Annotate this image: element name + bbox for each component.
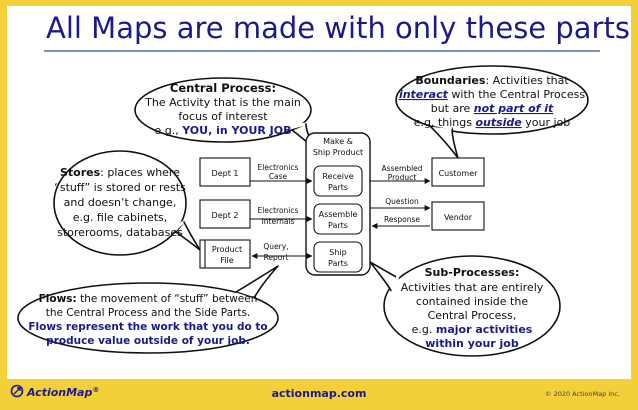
stores-line5: storerooms, databases <box>57 226 183 239</box>
subprocess-receive-parts <box>313 165 363 197</box>
central-line1: The Activity that is the main <box>144 96 301 109</box>
logo-text: ActionMap® <box>26 386 99 399</box>
actionmap-logo: ActionMap® <box>10 384 99 399</box>
process-diagram: Make & Ship Product Receive Parts Assemb… <box>199 132 485 276</box>
central-process-title-1: Make & <box>323 137 353 146</box>
boundaries-line1: Boundaries: Activities that <box>415 74 569 87</box>
store-product-file <box>199 239 251 269</box>
sub1-label-2: Parts <box>328 183 348 192</box>
sub2-label-1: Assemble <box>319 210 358 219</box>
boundaries-bubble: Boundaries: Activities that interact wit… <box>395 65 589 159</box>
actionmap-logo-icon <box>10 384 24 398</box>
central-line3: e.g., YOU, in YOUR JOB <box>154 124 291 137</box>
sub3-label-1: Ship <box>329 248 346 257</box>
boundaries-line3: but are not part of it <box>431 102 554 115</box>
flows-line2: the Central Process and the Side Parts. <box>46 307 251 319</box>
footer-copyright: © 2020 ActionMap Inc. <box>545 390 620 398</box>
sub3-label-2: Parts <box>328 259 348 268</box>
boundary-dept2 <box>199 199 251 229</box>
flow5-label: Question <box>385 197 419 206</box>
flow3-label-2: Report <box>264 253 289 262</box>
flow3-label-1: Query, <box>263 242 288 251</box>
subprocess-assemble-parts <box>313 203 363 235</box>
central-line2: focus of interest <box>178 110 268 123</box>
vendor-label: Vendor <box>444 213 473 222</box>
subprocess-line2: contained inside the <box>416 295 528 308</box>
central-heading: Central Process: <box>170 81 276 95</box>
sub1-label-1: Receive <box>322 172 353 181</box>
central-process-bubble: Central Process: The Activity that is th… <box>134 77 317 151</box>
flows-line3: Flows represent the work that you do to <box>28 321 267 333</box>
stores-line1: Stores: places where <box>60 166 180 179</box>
stores-line2: “stuff” is stored or rests <box>54 181 186 194</box>
footer: ActionMap® actionmap.com © 2020 ActionMa… <box>10 384 620 400</box>
store-label-2: File <box>220 256 233 265</box>
flows-line4: produce value outside of your job. <box>46 335 250 347</box>
boundaries-line2: interact with the Central Process <box>399 88 585 101</box>
flows-bubble: Flows: the movement of “stuff” between t… <box>17 265 279 354</box>
flow4-label-2: Product <box>388 173 417 182</box>
flow1-label-1: Electronics <box>258 163 299 172</box>
subprocess-line3: Central Process, <box>428 309 517 322</box>
boundaries-line4: e.g. things outside your job <box>414 116 571 129</box>
flow4-label-1: Assembled <box>381 164 422 173</box>
flow2-label-1: Electronics <box>258 206 299 215</box>
stores-bubble: Stores: places where “stuff” is stored o… <box>53 150 201 256</box>
central-process-title-2: Ship Product <box>313 148 363 157</box>
page-title: All Maps are made with only these parts <box>46 11 630 45</box>
flow6-label: Response <box>384 215 420 224</box>
flows-line1: Flows: the movement of “stuff” between <box>39 293 258 305</box>
dept2-label: Dept 2 <box>212 211 239 220</box>
sub2-label-2: Parts <box>328 221 348 230</box>
footer-url[interactable]: actionmap.com <box>272 387 367 400</box>
boundary-customer <box>431 157 485 187</box>
boundary-vendor <box>431 201 485 231</box>
stores-line3: and doesn’t change, <box>64 196 177 209</box>
boundary-dept1 <box>199 157 251 187</box>
subprocess-line5: within your job <box>425 337 519 350</box>
stores-line4: e.g. file cabinets, <box>73 211 168 224</box>
flow1-label-2: Case <box>269 172 288 181</box>
store-label-1: Product <box>212 245 242 254</box>
subprocess-ship-parts <box>313 241 363 273</box>
subprocess-line1: Activities that are entirely <box>401 281 544 294</box>
dept1-label: Dept 1 <box>212 169 239 178</box>
subprocess-heading: Sub-Processes: <box>425 266 520 279</box>
subprocess-line4: e.g. major activities <box>412 323 533 336</box>
customer-label: Customer <box>439 169 479 178</box>
flow2-label-2: Internals <box>262 217 295 226</box>
subprocess-bubble: Sub-Processes: Activities that are entir… <box>369 255 561 357</box>
